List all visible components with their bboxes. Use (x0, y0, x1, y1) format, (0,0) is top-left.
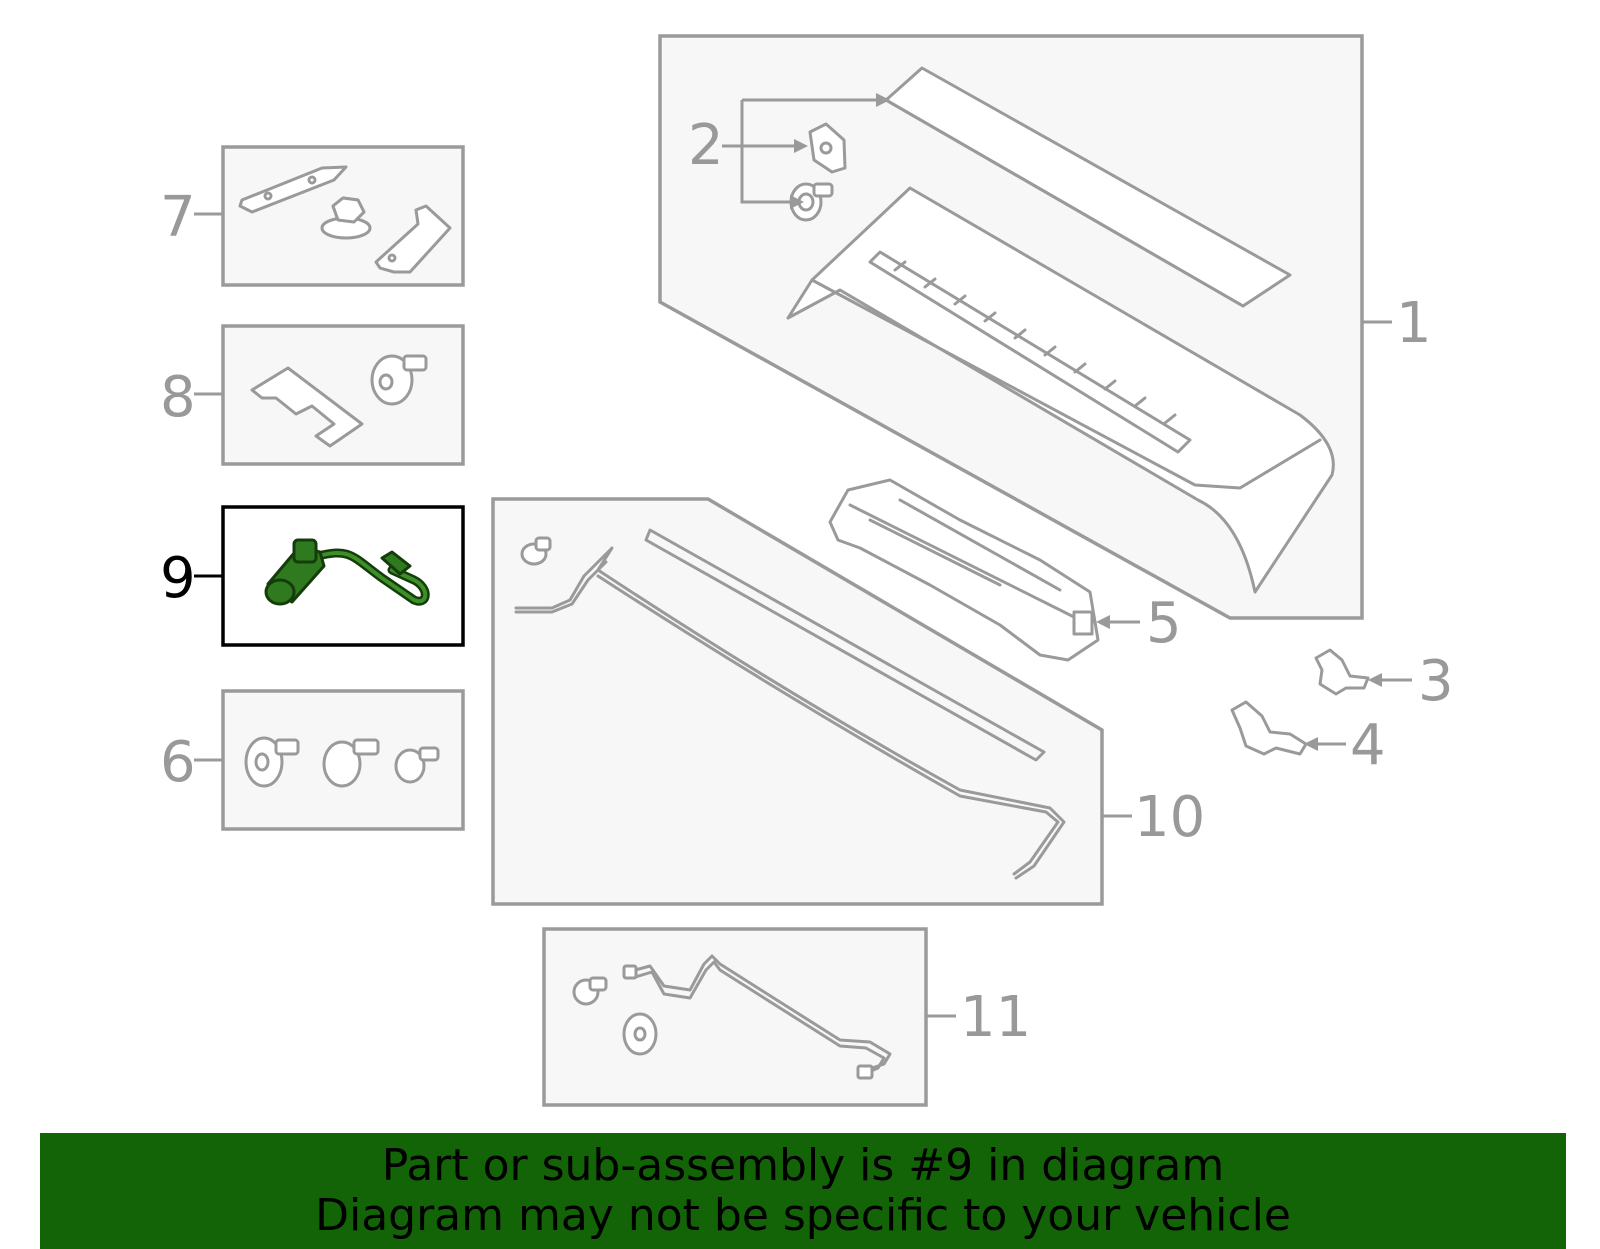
bolt-a-part-6 (244, 736, 284, 788)
info-banner: Part or sub-assembly is #9 in diagram Di… (40, 1133, 1566, 1249)
clip-part-2 (808, 122, 847, 174)
callout-2: 2 (688, 113, 724, 178)
callout-1: 1 (1396, 291, 1432, 356)
group-10 (491, 497, 1132, 906)
group-5 (828, 478, 1140, 662)
plate-part-7 (238, 165, 348, 214)
callout-9[interactable]: 9 (160, 546, 196, 611)
callout-3: 3 (1418, 649, 1454, 714)
clip-part-6 (394, 748, 426, 784)
callout-11: 11 (960, 985, 1031, 1050)
callout-5: 5 (1146, 591, 1182, 656)
callout-7: 7 (160, 185, 196, 250)
group-1 (658, 34, 1392, 620)
rod-part-10 (514, 546, 1066, 880)
spoiler-light-strip (868, 250, 1192, 454)
group-9[interactable] (194, 505, 465, 647)
group-7 (194, 145, 465, 287)
harness-part-11 (626, 954, 892, 1072)
callout-8: 8 (160, 365, 196, 430)
group-11 (542, 927, 956, 1107)
callout-6: 6 (160, 730, 196, 795)
group-3 (1314, 648, 1412, 696)
banner-line-1: Part or sub-assembly is #9 in diagram (381, 1140, 1225, 1191)
highlighted-box-9[interactable] (221, 505, 465, 647)
clip-part-4 (1230, 700, 1308, 756)
washer-part-11 (622, 1012, 658, 1056)
group-8 (194, 324, 465, 466)
retainer-part-8 (250, 366, 364, 448)
connector-part-9[interactable] (380, 550, 412, 576)
group-6 (194, 689, 465, 831)
group-4 (1230, 700, 1346, 756)
banner-line-2: Diagram may not be specific to your vehi… (315, 1190, 1291, 1241)
callout-4: 4 (1350, 713, 1386, 778)
clip-part-3 (1314, 648, 1370, 696)
bracket-part-5 (828, 478, 1100, 662)
bolt-b-part-6 (322, 740, 362, 788)
callout-10: 10 (1134, 785, 1205, 850)
